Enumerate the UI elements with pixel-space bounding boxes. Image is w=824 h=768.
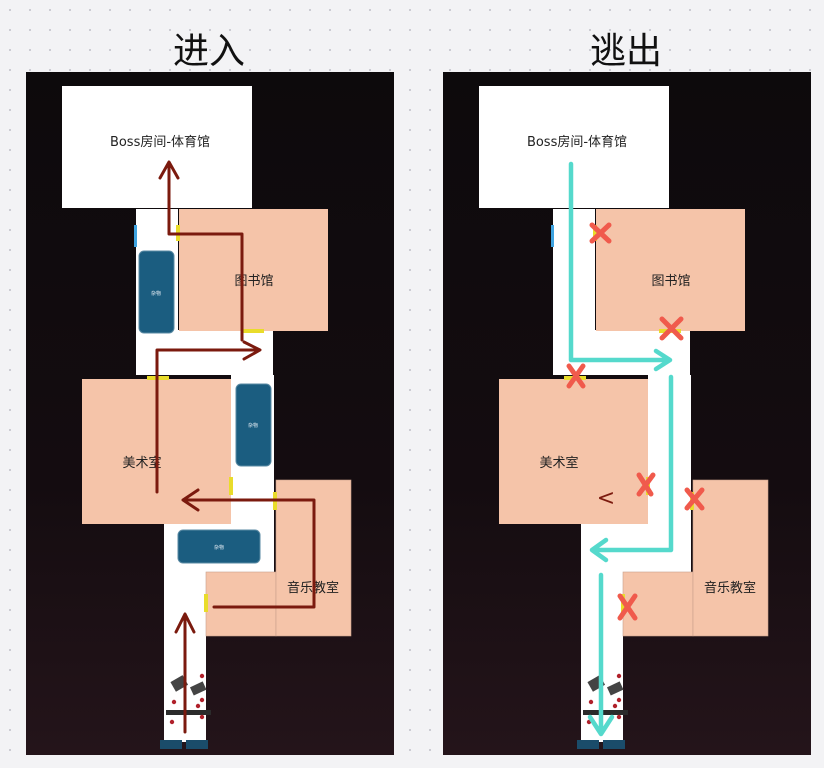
map-escape: Boss房间-体育馆 图书馆 美术室 < 音乐教室 (479, 86, 769, 749)
panel-enter: Boss房间-体育馆 图书馆 美术室 音乐教室 杂物 杂物 杂物 (26, 72, 394, 755)
corridor-mid-horizontal (553, 330, 690, 375)
arrow-path-enter (155, 160, 316, 734)
room-music (622, 571, 694, 637)
room-boss (62, 86, 252, 208)
room-art (499, 379, 648, 524)
room-art-label: 美术室 (539, 455, 578, 471)
room-boss-label: Boss房间-体育馆 (527, 134, 627, 150)
panel-title-enter: 进入 (172, 31, 245, 72)
door-side-blue (551, 225, 554, 247)
obstacle-b (235, 383, 272, 467)
room-music (205, 571, 277, 637)
obstacle-a (138, 250, 175, 334)
arrow-path-escape (568, 161, 674, 737)
room-boss-label: Boss房间-体育馆 (110, 134, 210, 150)
obstacle-a-label: 杂物 (151, 290, 161, 297)
enemy-figure (577, 673, 628, 749)
cross-mark (566, 222, 705, 621)
room-library-label: 图书馆 (651, 274, 690, 289)
room-boss (479, 86, 669, 208)
mark-caret: < (597, 486, 615, 511)
door-music-low (204, 594, 208, 612)
door-library-bottom (242, 329, 264, 333)
room-art-label: 美术室 (122, 455, 161, 471)
corridor-mid-horizontal (136, 330, 273, 375)
obstacle-b-label: 杂物 (248, 422, 258, 429)
room-music-main (692, 479, 769, 637)
panel-escape: Boss房间-体育馆 图书馆 美术室 < 音乐教室 (443, 72, 811, 755)
door-side-blue (134, 225, 137, 247)
room-library-label: 图书馆 (234, 274, 273, 289)
obstacle-c-label: 杂物 (214, 544, 224, 551)
door-art-right (229, 477, 233, 495)
map-enter: Boss房间-体育馆 图书馆 美术室 音乐教室 杂物 杂物 杂物 (62, 86, 352, 749)
panel-title-escape: 逃出 (589, 31, 662, 72)
room-music-label: 音乐教室 (704, 580, 756, 596)
door-boss (593, 225, 597, 241)
room-library (596, 209, 745, 331)
room-library (179, 209, 328, 331)
obstacle-c (177, 529, 261, 564)
